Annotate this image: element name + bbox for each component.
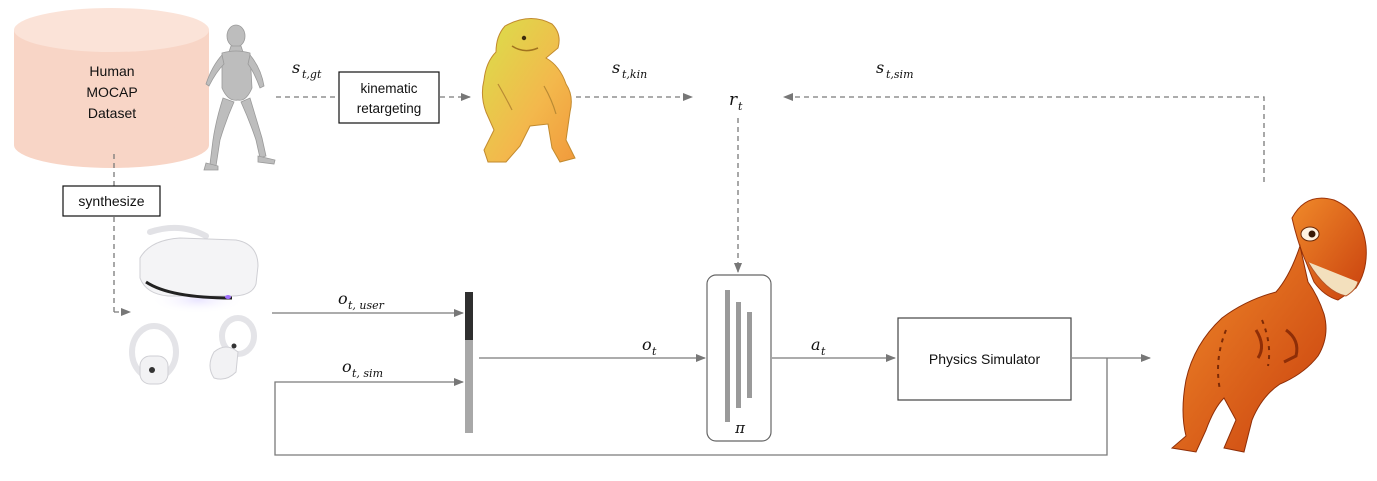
mocap-dataset-cylinder: Human MOCAP Dataset xyxy=(14,8,209,168)
label-s-kin: s t,kin xyxy=(612,58,647,81)
policy-label: π xyxy=(734,419,746,437)
s-gt-sub: t,gt xyxy=(302,68,322,81)
policy-network-box: π xyxy=(706,274,772,442)
s-gt-base: s xyxy=(292,58,300,77)
retargeting-box: kinematic retargeting xyxy=(338,71,440,124)
o-user-base: o xyxy=(338,289,348,308)
s-kin-base: s xyxy=(612,58,620,77)
r-base: r xyxy=(729,90,738,110)
physics-simulator-box: Physics Simulator xyxy=(897,317,1072,401)
retargeting-label-line1: kinematic xyxy=(360,81,417,96)
arrow-sim-feedback-loop xyxy=(274,358,1108,456)
label-s-gt: s t,gt xyxy=(292,58,322,81)
o-sim-base: o xyxy=(342,357,352,376)
label-a: a t xyxy=(811,335,826,358)
retargeting-label-line2: retargeting xyxy=(357,101,422,116)
observation-concat-bar xyxy=(465,292,473,433)
o-user-sub: t, user xyxy=(348,299,385,312)
synthesize-box: synthesize xyxy=(62,185,161,217)
r-sub: t xyxy=(738,100,743,113)
synthesize-label: synthesize xyxy=(78,193,144,209)
dataset-label-line1: Human xyxy=(89,63,134,79)
kinematic-dino-illustration xyxy=(481,18,576,163)
s-sim-base: s xyxy=(876,58,884,77)
label-s-sim: s t,sim xyxy=(876,58,914,81)
s-kin-sub: t,kin xyxy=(622,68,647,81)
label-o-sim: o t, sim xyxy=(342,357,383,380)
vr-headset-illustration xyxy=(139,224,259,314)
o-base: o xyxy=(642,335,652,354)
a-sub: t xyxy=(821,345,826,358)
o-sim-sub: t, sim xyxy=(352,367,383,380)
simulator-label: Physics Simulator xyxy=(929,351,1041,367)
simulated-dino-illustration xyxy=(1170,197,1367,453)
human-figure-illustration xyxy=(203,24,276,171)
dataset-label-line3: Dataset xyxy=(88,105,136,121)
arrow-sim-to-reward xyxy=(783,93,1265,182)
dataset-label-line2: MOCAP xyxy=(86,84,137,100)
s-sim-sub: t,sim xyxy=(886,68,914,81)
vr-controllers-illustration xyxy=(129,315,257,385)
label-r: r t xyxy=(729,90,743,113)
a-base: a xyxy=(811,335,821,354)
label-o: o t xyxy=(642,335,657,358)
o-sub: t xyxy=(652,345,657,358)
label-o-user: o t, user xyxy=(338,289,385,312)
